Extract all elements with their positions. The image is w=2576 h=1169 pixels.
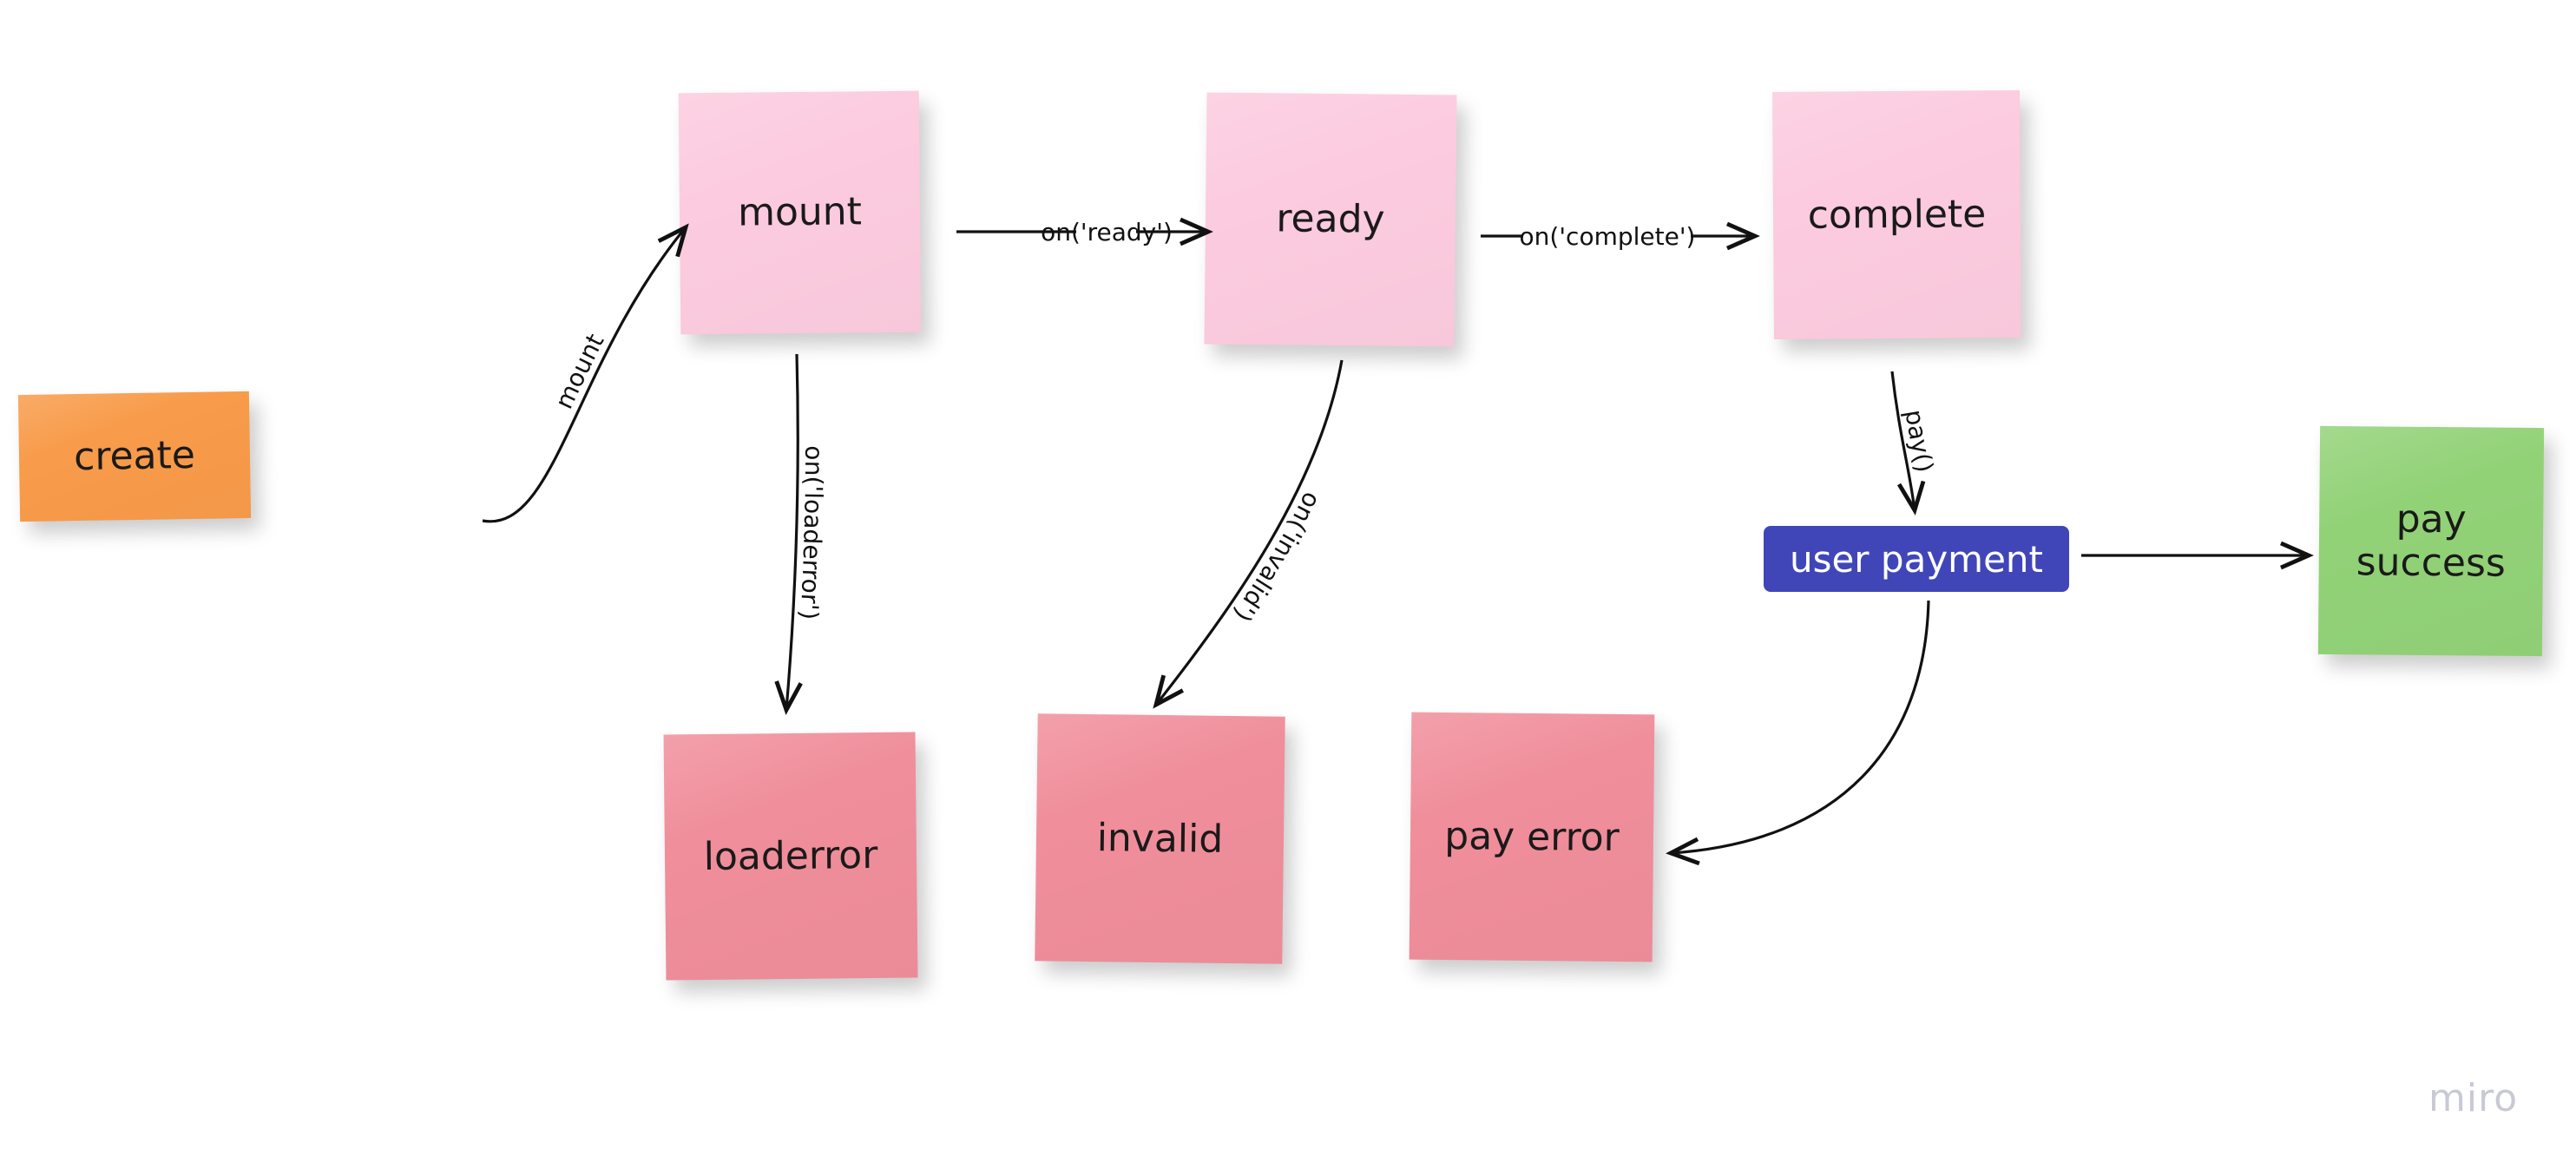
edge-label-on-loaderror: on('loaderror') (794, 445, 828, 621)
sticky-note-mount[interactable]: mount (678, 90, 922, 335)
edge-label-mount: mount (549, 329, 610, 413)
sticky-note-pay-success[interactable]: pay success (2317, 425, 2545, 657)
node-label-invalid: invalid (1096, 815, 1224, 862)
node-label-user-payment: user payment (1789, 537, 2044, 581)
edge-mount-to-ready: on('ready') (956, 217, 1213, 246)
node-label-ready: ready (1276, 196, 1385, 243)
edge-label-on-ready: on('ready') (1041, 218, 1173, 246)
edge-complete-to-user-payment: pay() (1890, 371, 1939, 516)
edge-ready-to-invalid: on('invalid') (1153, 359, 1344, 709)
node-label-complete: complete (1807, 192, 1987, 238)
edge-label-on-complete: on('complete') (1520, 222, 1696, 251)
sticky-note-loaderror[interactable]: loaderror (663, 732, 918, 981)
miro-watermark: miro (2428, 1076, 2519, 1120)
edge-label-on-invalid: on('invalid') (1228, 488, 1327, 627)
node-label-loaderror: loaderror (703, 832, 878, 879)
edge-label-pay: pay() (1899, 408, 1939, 475)
sticky-note-invalid[interactable]: invalid (1035, 713, 1285, 964)
edge-mount-to-loaderror: on('loaderror') (774, 353, 828, 715)
edge-ready-to-complete: on('complete') (1481, 221, 1760, 251)
sticky-note-create[interactable]: create (17, 391, 252, 522)
sticky-note-complete[interactable]: complete (1772, 90, 2021, 339)
node-label-mount: mount (737, 189, 863, 236)
node-label-pay-error: pay error (1444, 813, 1620, 860)
edge-user-payment-to-pay-error (1666, 600, 1930, 866)
sticky-note-ready[interactable]: ready (1204, 92, 1457, 347)
edge-create-to-mount: mount (482, 223, 689, 523)
node-label-pay-success: pay success (2356, 496, 2507, 586)
node-label-create: create (73, 433, 196, 480)
sticky-note-pay-error[interactable]: pay error (1409, 712, 1655, 962)
user-payment-button[interactable]: user payment (1758, 521, 2074, 597)
